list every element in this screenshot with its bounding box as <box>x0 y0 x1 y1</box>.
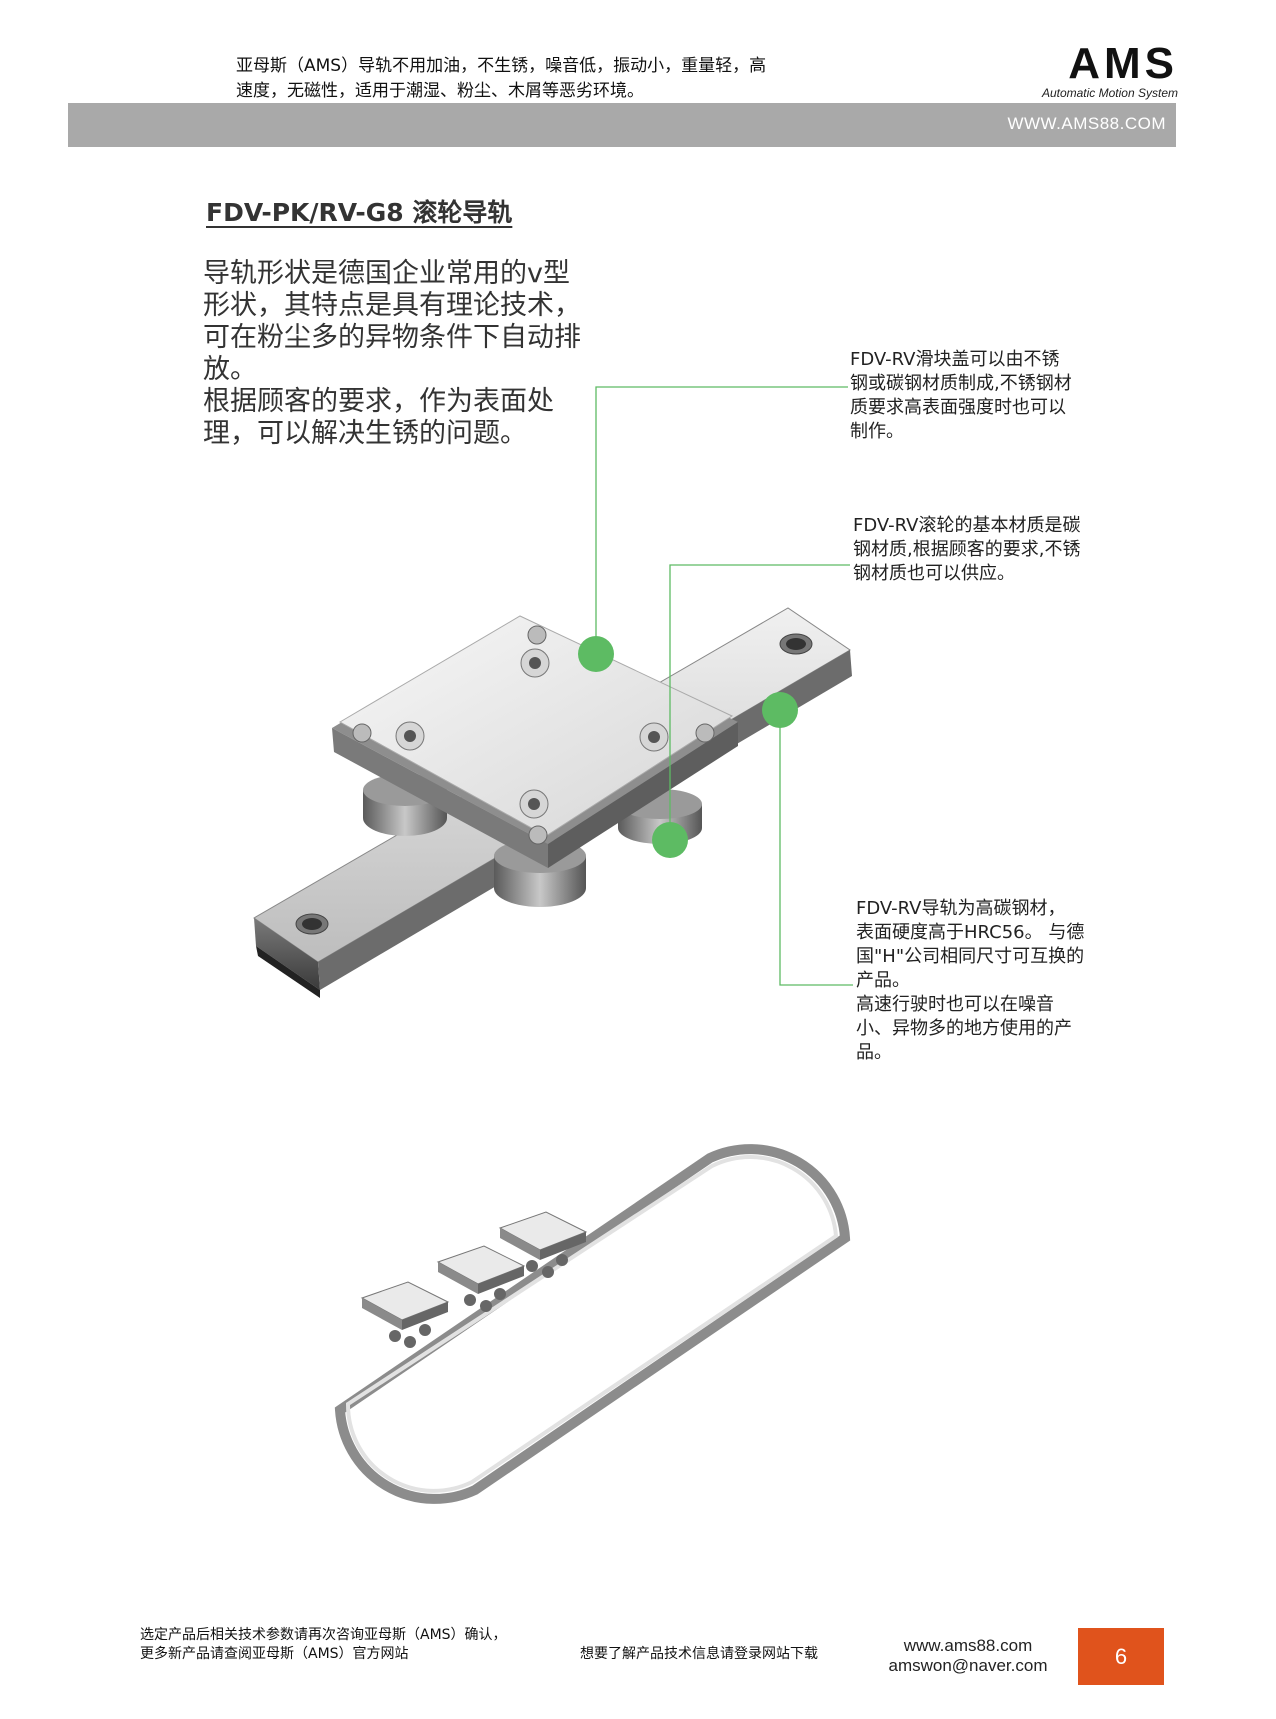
footer-line: 选定产品后相关技术参数请再次咨询亚母斯（AMS）确认， <box>140 1627 507 1643</box>
callout-rail: FDV-RV导轨为高碳钢材， 表面硬度高于HRC56。 与德 国"H"公司相同尺… <box>856 897 1136 1065</box>
cover-marker <box>578 636 614 672</box>
track-carriages <box>360 1211 588 1348</box>
roller-marker <box>652 822 688 858</box>
oval-track <box>334 1144 851 1504</box>
footer-website[interactable]: www.ams88.com <box>903 1636 1033 1655</box>
callout-roller: FDV-RV滚轮的基本材质是碳 钢材质,根据顾客的要求,不锈 钢材质也可以供应。 <box>853 514 1138 586</box>
callout-markers <box>578 636 798 858</box>
callout-line: FDV-RV滚轮的基本材质是碳 <box>853 515 1081 536</box>
callout-cover: FDV-RV滑块盖可以由不锈 钢或碳钢材质制成,不锈钢材 质要求高表面强度时也可… <box>850 348 1130 444</box>
callout-line: FDV-RV导轨为高碳钢材， <box>856 898 1066 919</box>
page-title: FDV-PK/RV-G8 滚轮导轨 <box>206 198 513 227</box>
callout-line: 高速行驶时也可以在噪音 <box>856 994 1054 1015</box>
footer-line: 更多新产品请查阅亚母斯（AMS）官方网站 <box>140 1646 409 1662</box>
footer-notice: 选定产品后相关技术参数请再次咨询亚母斯（AMS）确认， 更多新产品请查阅亚母斯（… <box>140 1626 560 1664</box>
page-number: 6 <box>1078 1628 1164 1685</box>
callout-line: FDV-RV滑块盖可以由不锈 <box>850 349 1060 370</box>
header-bar: WWW.AMS88.COM <box>68 103 1176 147</box>
intro-line: 根据顾客的要求，作为表面处 <box>203 386 554 417</box>
intro-line: 导轨形状是德国企业常用的v型 <box>203 258 570 289</box>
callout-lines <box>595 386 853 986</box>
rail-marker <box>762 692 798 728</box>
callout-line: 钢材质也可以供应。 <box>853 563 1015 584</box>
callout-line: 钢或碳钢材质制成,不锈钢材 <box>850 373 1072 394</box>
intro-line: 放。 <box>203 354 257 385</box>
carriage-plate <box>332 615 738 868</box>
intro-line: 可在粉尘多的异物条件下自动排 <box>203 322 581 353</box>
footer-download-note: 想要了解产品技术信息请登录网站下载 <box>580 1646 818 1662</box>
logo-subtitle: Automatic Motion System <box>1041 86 1178 100</box>
callout-line: 国"H"公司相同尺寸可互换的 <box>856 946 1085 967</box>
header-website[interactable]: WWW.AMS88.COM <box>1007 114 1166 133</box>
callout-line: 产品。 <box>856 970 910 991</box>
callout-line: 制作。 <box>850 421 904 442</box>
callout-line: 品。 <box>856 1042 892 1063</box>
ams-logo: AMS Automatic Motion System <box>1010 39 1178 101</box>
header-tagline: 亚母斯（AMS）导轨不用加油，不生锈，噪音低，振动小，重量轻，高速度，无磁性，适… <box>236 56 767 101</box>
intro-line: 理，可以解决生锈的问题。 <box>203 418 527 449</box>
logo-text: AMS <box>1068 39 1178 88</box>
callout-line: 质要求高表面强度时也可以 <box>850 397 1066 418</box>
intro-text: 导轨形状是德国企业常用的v型 形状，其特点是具有理论技术， 可在粉尘多的异物条件… <box>203 258 643 450</box>
callout-line: 表面硬度高于HRC56。 与德 <box>856 922 1085 943</box>
footer-contact: www.ams88.com amswon@naver.com <box>878 1636 1058 1676</box>
callout-line: 钢材质,根据顾客的要求,不锈 <box>853 539 1081 560</box>
intro-line: 形状，其特点是具有理论技术， <box>203 290 581 321</box>
callout-line: 小、异物多的地方使用的产 <box>856 1018 1072 1039</box>
footer-email[interactable]: amswon@naver.com <box>888 1656 1048 1675</box>
